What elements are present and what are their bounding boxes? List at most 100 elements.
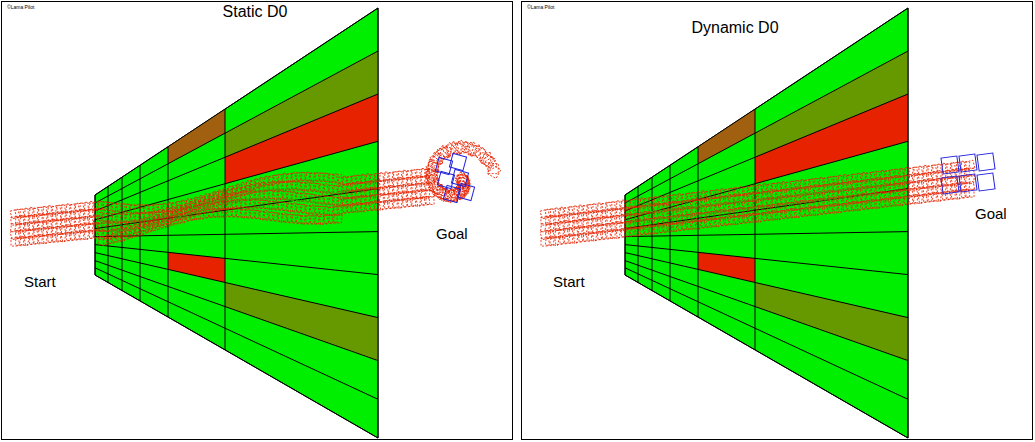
goal-sample — [488, 163, 498, 173]
grid-line — [95, 275, 378, 438]
goal-pose — [977, 173, 995, 191]
grid-line — [625, 268, 908, 400]
trajectory-sample — [237, 184, 245, 192]
trajectory-sample — [389, 179, 397, 187]
trajectory-sample — [607, 230, 616, 239]
trajectory-sample — [370, 202, 379, 211]
trajectory-core — [110, 199, 350, 232]
trajectory-sample — [333, 214, 342, 223]
goal-sample — [450, 142, 463, 155]
grid-line — [625, 232, 908, 237]
trajectory-sample — [319, 215, 328, 224]
grid-line — [225, 109, 226, 350]
goal-sample — [438, 147, 450, 159]
trajectory-sample — [246, 210, 255, 219]
trajectory-sample — [264, 212, 273, 221]
goal-sample — [466, 142, 480, 156]
trajectory-sample — [52, 213, 60, 221]
trajectory-sample — [403, 198, 412, 207]
trajectory-sample — [421, 196, 430, 205]
trajectory-core — [640, 185, 880, 213]
trajectory-sample — [375, 195, 383, 203]
trajectory-sample — [121, 230, 131, 240]
panel-frame — [522, 2, 1033, 440]
goal-label: Goal — [975, 206, 1007, 221]
trajectory-sample — [895, 169, 903, 177]
trajectory-sample — [343, 191, 351, 199]
trajectory-sample — [250, 199, 259, 208]
grid-line — [168, 147, 169, 317]
trajectory-sample — [324, 173, 333, 182]
trajectory-sample — [260, 200, 269, 209]
panel-title: Dynamic D0 — [691, 20, 778, 36]
grid-line — [95, 94, 378, 211]
trajectory-sample — [569, 228, 577, 236]
trajectory-sample — [48, 234, 57, 243]
trajectory-sample — [748, 214, 757, 223]
goal-sample — [461, 142, 474, 155]
grid-line — [698, 147, 699, 317]
trajectory-sample — [278, 191, 287, 200]
trajectory-sample — [11, 238, 19, 246]
goal-pose — [959, 154, 977, 172]
trajectory-sample — [15, 237, 24, 246]
grid-line — [625, 189, 908, 229]
trajectory-sample — [744, 215, 752, 223]
trajectory-sample — [301, 172, 310, 181]
goal-pose — [449, 153, 466, 170]
trajectory-sample — [820, 192, 828, 200]
goal-sample — [430, 154, 443, 167]
trajectory-sample — [232, 209, 241, 218]
trajectory-sample — [692, 193, 700, 201]
goal-pose — [959, 174, 977, 192]
trajectory-sample — [153, 204, 162, 213]
trajectory-sample — [621, 229, 629, 237]
trajectory-sample — [292, 215, 301, 224]
trajectory-sample — [264, 200, 274, 210]
grid-line — [625, 8, 908, 195]
trajectory-sample — [890, 197, 899, 206]
grid-line — [625, 253, 908, 318]
start-label: Start — [24, 274, 56, 289]
trajectory-sample — [933, 186, 941, 194]
wall-cell — [755, 282, 908, 360]
trajectory-sample — [89, 230, 97, 238]
goal-sample — [428, 159, 440, 171]
trajectory-sample — [80, 203, 88, 211]
trajectory-sample — [541, 238, 549, 246]
goal-sample — [454, 140, 468, 154]
trajectory-sample — [140, 205, 148, 213]
goal-pose — [451, 169, 468, 186]
trajectory-sample — [886, 198, 894, 206]
trajectory-sample — [754, 186, 762, 194]
grid-line — [95, 245, 378, 275]
trajectory-sample — [357, 175, 365, 183]
wall-cell — [168, 252, 225, 282]
trajectory-sample — [292, 204, 301, 213]
trajectory-sample — [909, 195, 918, 204]
grid-line — [625, 275, 908, 438]
grid-line — [95, 253, 378, 318]
grid-line — [95, 261, 378, 361]
trajectory-sample — [310, 206, 319, 215]
trajectory-sample — [85, 217, 93, 225]
trajectory-sample — [928, 172, 936, 180]
trajectory-core — [640, 193, 880, 221]
trajectory-sample — [20, 209, 28, 217]
trajectory-sample — [384, 200, 393, 209]
trajectory-sample — [417, 169, 425, 177]
grid-line — [670, 165, 671, 301]
wall-plane — [95, 8, 378, 438]
goal-sample — [473, 146, 486, 159]
trajectory-sample — [900, 183, 908, 191]
grid-line — [625, 141, 908, 220]
grid-line — [625, 261, 908, 361]
trajectory-sample — [209, 209, 217, 217]
goal-label: Goal — [436, 226, 468, 241]
trajectory-sample — [236, 208, 245, 217]
trajectory-sample — [961, 176, 969, 184]
trajectory-sample — [283, 214, 292, 223]
grid-line — [95, 268, 378, 400]
trajectory-sample — [269, 201, 278, 210]
